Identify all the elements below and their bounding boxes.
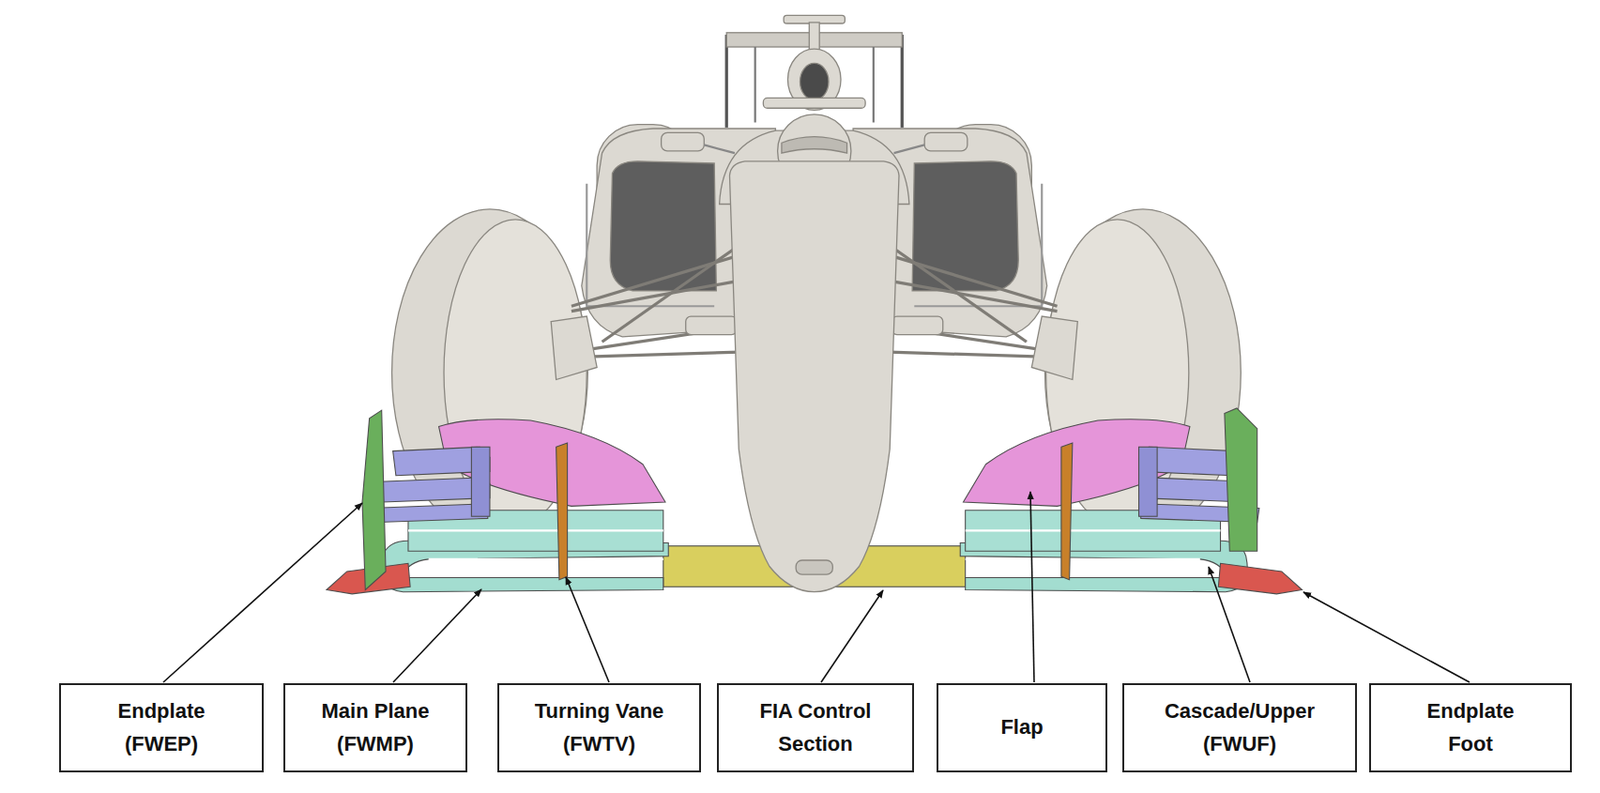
part-label: Main Plane (FWMP) xyxy=(312,695,440,760)
element-gap xyxy=(408,530,664,559)
leader-arrow xyxy=(821,590,884,683)
nose-tip xyxy=(795,560,833,575)
airbox-inlet xyxy=(800,62,829,100)
rear-wing-support xyxy=(754,46,757,122)
brake-duct xyxy=(550,316,597,380)
leader-arrow xyxy=(163,502,363,683)
part-label: Endplate (FWEP) xyxy=(103,695,221,760)
leader-lines xyxy=(163,491,1470,683)
leader-arrow xyxy=(1208,566,1250,683)
part-label: Endplate Foot xyxy=(1417,695,1525,760)
leader-arrow xyxy=(1030,491,1035,683)
label-box: Turning Vane (FWTV) xyxy=(497,683,701,773)
element-gap xyxy=(965,530,1221,559)
part-label: Turning Vane (FWTV) xyxy=(521,695,677,760)
leader-arrow xyxy=(1303,592,1470,683)
endplate xyxy=(1224,408,1258,551)
visor xyxy=(781,137,848,153)
mirror xyxy=(924,132,968,152)
nose xyxy=(729,161,900,593)
label-box: Endplate Foot xyxy=(1369,683,1572,773)
mirror-stalk xyxy=(894,144,926,153)
label-box: Endplate (FWEP) xyxy=(59,683,264,773)
mirror xyxy=(661,132,705,152)
mirror-stalk xyxy=(703,144,735,153)
endplate xyxy=(362,410,386,590)
part-label: Flap xyxy=(1000,711,1043,744)
brake-duct xyxy=(1031,316,1078,380)
label-box: Cascade/Upper (FWUF) xyxy=(1122,683,1357,773)
rear-wing-support xyxy=(872,46,875,122)
part-label: Cascade/Upper (FWUF) xyxy=(1155,695,1325,760)
leader-arrow xyxy=(393,589,482,683)
rear-wing-endplate xyxy=(900,34,904,128)
label-box: Flap xyxy=(936,683,1108,773)
suspension-fairing xyxy=(685,316,737,336)
endplate-foot xyxy=(1218,563,1302,595)
t-wing xyxy=(762,97,866,108)
label-box: FIA Control Section xyxy=(716,683,915,773)
turning-vane xyxy=(1061,442,1073,580)
leader-arrow xyxy=(565,577,610,683)
part-label: FIA Control Section xyxy=(745,695,886,760)
turning-vane xyxy=(556,442,568,580)
suspension-fairing xyxy=(891,316,943,336)
label-box: Main Plane (FWMP) xyxy=(283,683,468,773)
rear-wing-endplate xyxy=(725,34,729,128)
